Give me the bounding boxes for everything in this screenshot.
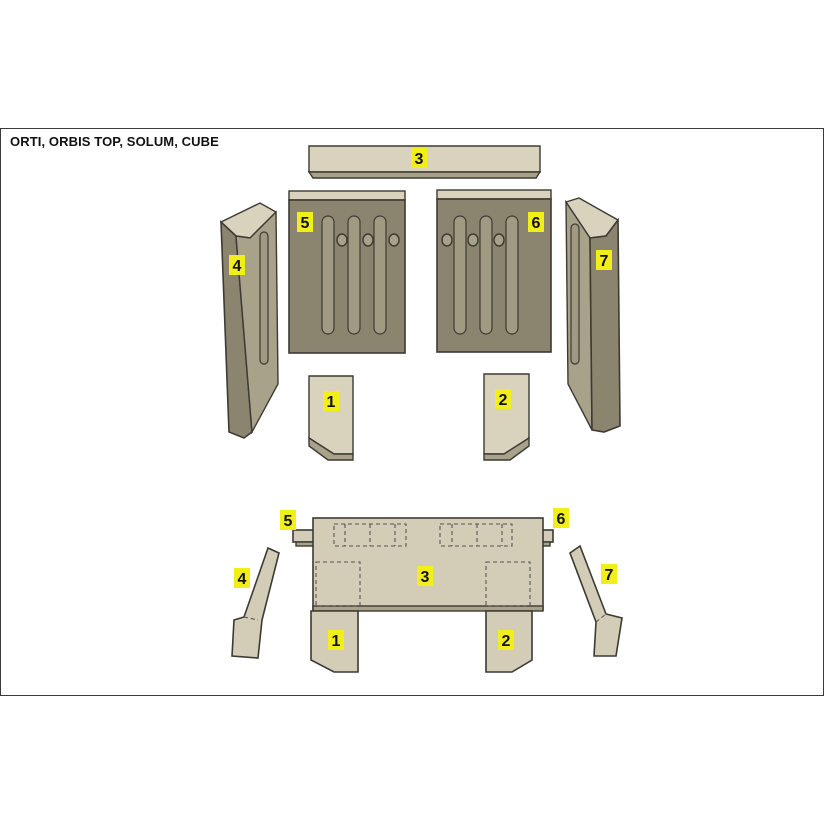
label-plan-6: 6: [553, 508, 569, 528]
label-plan-2: 2: [498, 630, 514, 650]
plan-part-4: [231, 546, 280, 659]
part-2-front-right-brick: [483, 373, 530, 461]
svg-text:6: 6: [557, 511, 566, 528]
diagram-title: ORTI, ORBIS TOP, SOLUM, CUBE: [10, 134, 219, 149]
svg-text:1: 1: [327, 394, 336, 411]
svg-text:3: 3: [421, 569, 430, 586]
label-exploded-6: 6: [528, 212, 544, 232]
label-plan-4: 4: [234, 568, 250, 588]
svg-text:4: 4: [238, 571, 247, 588]
label-plan-7: 7: [601, 564, 617, 584]
label-exploded-4: 4: [229, 255, 245, 275]
label-exploded-3: 3: [411, 148, 427, 168]
part-1-front-left-brick: [308, 375, 354, 461]
part-4-left-side-brick: [219, 202, 279, 439]
label-exploded-2: 2: [495, 389, 511, 409]
svg-text:7: 7: [600, 253, 609, 270]
svg-text:2: 2: [499, 392, 508, 409]
svg-text:7: 7: [605, 567, 614, 584]
label-exploded-7: 7: [596, 250, 612, 270]
plan-part-3-floor: [312, 517, 544, 612]
plan-part-7: [569, 544, 623, 657]
svg-text:1: 1: [332, 633, 341, 650]
label-plan-3: 3: [417, 566, 433, 586]
label-plan-1: 1: [328, 630, 344, 650]
label-plan-5: 5: [280, 510, 296, 530]
svg-text:4: 4: [233, 258, 242, 275]
svg-text:3: 3: [415, 151, 424, 168]
label-exploded-1: 1: [323, 391, 339, 411]
svg-text:6: 6: [532, 215, 541, 232]
part-7-right-side-brick: [564, 197, 621, 433]
svg-text:5: 5: [284, 513, 293, 530]
svg-text:5: 5: [301, 215, 310, 232]
svg-text:2: 2: [502, 633, 511, 650]
label-exploded-5: 5: [297, 212, 313, 232]
